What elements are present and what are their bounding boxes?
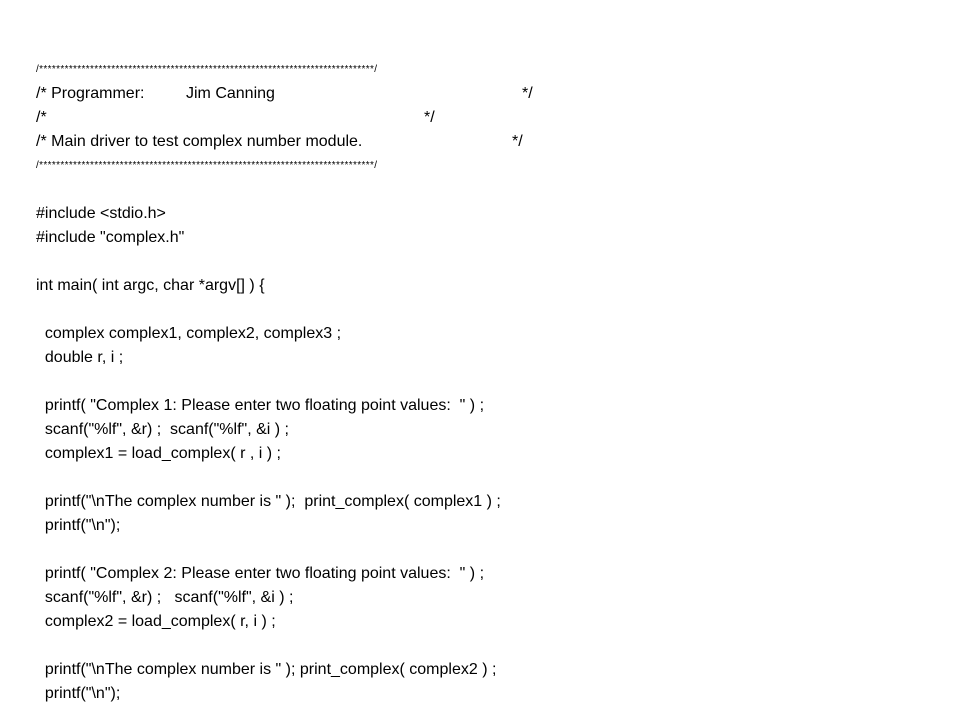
code-line: printf( "Complex 2: Please enter two flo… [36,565,485,582]
comment-close: */ [512,133,523,150]
main-signature: int main( int argc, char *argv[] ) { [36,277,265,294]
blank-line [36,466,936,490]
code-line: complex1 = load_complex( r , i ) ; [36,445,281,462]
header-blank-line: /* */ [36,106,936,130]
header-border-bottom: /***************************************… [36,160,378,171]
blank-line [36,250,936,274]
code-line: printf( "Complex 1: Please enter two flo… [36,397,485,414]
code-line: printf("\nThe complex number is " ); pri… [36,493,501,510]
code-line: scanf("%lf", &r) ; scanf("%lf", &i ) ; [36,589,294,606]
blank-line [36,538,936,562]
blank-line [36,178,936,202]
header-description-line: /* Main driver to test complex number mo… [36,130,936,154]
code-listing: /***************************************… [36,58,936,706]
code-line: printf("\n"); [36,685,121,702]
code-line: scanf("%lf", &r) ; scanf("%lf", &i ) ; [36,421,289,438]
blank-line [36,370,936,394]
decl-double: double r, i ; [36,349,124,366]
description-text: /* Main driver to test complex number mo… [36,133,363,150]
header-programmer-line: /* Programmer: Jim Canning */ [36,82,936,106]
code-line: printf("\nThe complex number is " ); pri… [36,661,497,678]
blank-line [36,634,936,658]
include-complex: #include "complex.h" [36,229,185,246]
decl-complex: complex complex1, complex2, complex3 ; [36,325,342,342]
code-line: printf("\n"); [36,517,121,534]
programmer-name: Jim Canning [186,85,275,102]
comment-open: /* [36,109,47,126]
comment-close: */ [424,109,435,126]
code-line: complex2 = load_complex( r, i ) ; [36,613,276,630]
comment-open: /* Programmer: [36,85,145,102]
blank-line [36,298,936,322]
include-stdio: #include <stdio.h> [36,205,166,222]
header-border-top: /***************************************… [36,64,378,75]
comment-close: */ [522,85,533,102]
